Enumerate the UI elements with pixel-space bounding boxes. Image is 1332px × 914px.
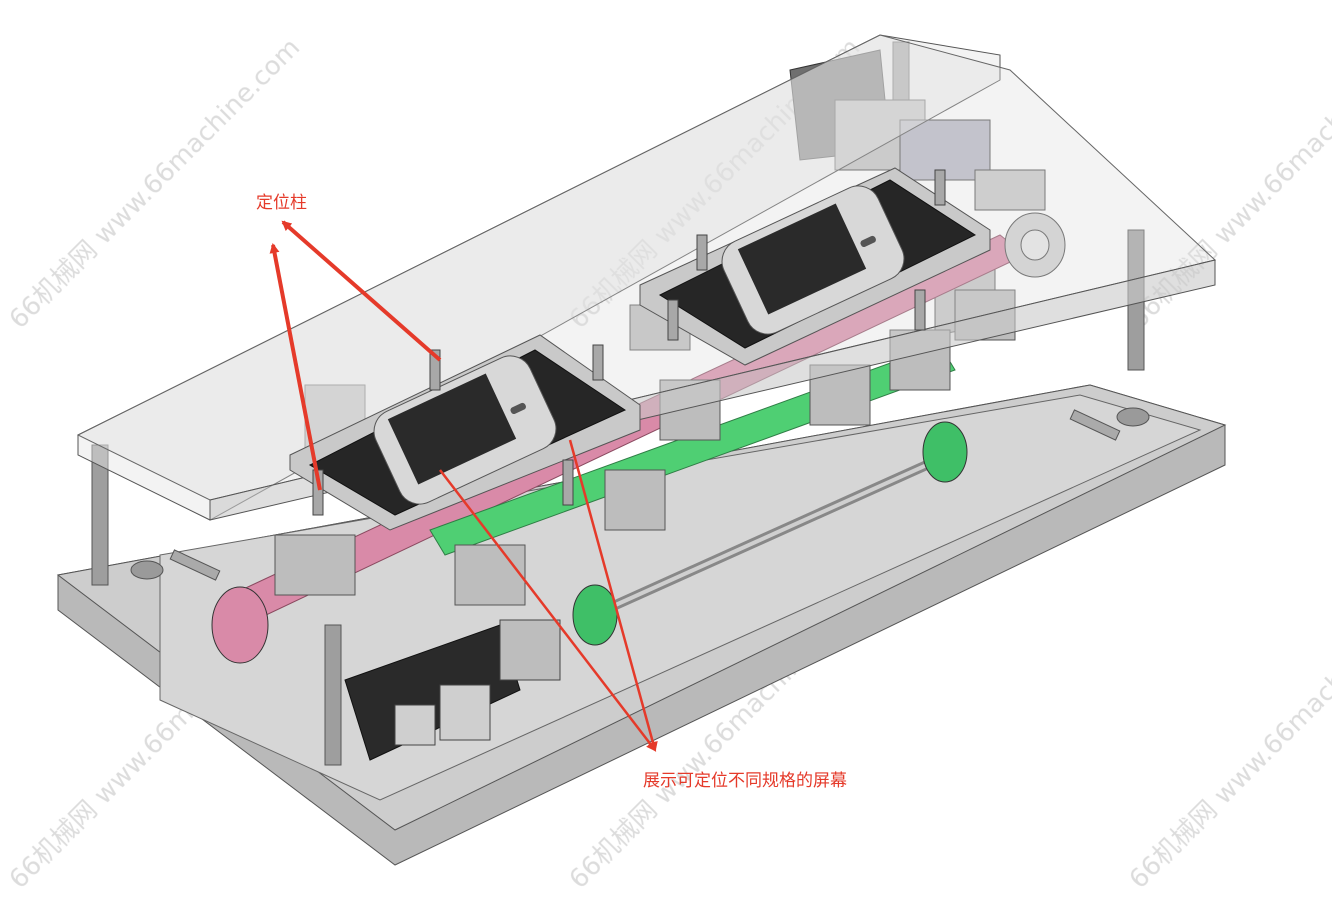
locating-pin-label: 定位柱 bbox=[256, 193, 307, 213]
arrow-icon bbox=[281, 220, 442, 362]
watermark: 66机械网 www.66machine.com bbox=[1124, 593, 1332, 895]
motor-back bbox=[789, 49, 1046, 211]
watermark: 66机械网 www.66machine.com bbox=[4, 33, 306, 335]
screen-spec-label: 展示可定位不同规格的屏幕 bbox=[643, 771, 847, 791]
arrow-icon bbox=[568, 439, 658, 752]
pin-callout-arrows bbox=[269, 220, 442, 491]
arrow-icon bbox=[269, 243, 322, 491]
locating-pins bbox=[312, 169, 946, 516]
phone-plate-front bbox=[289, 334, 641, 531]
arrow-icon bbox=[439, 469, 657, 752]
motor-front bbox=[344, 619, 561, 761]
phone-plate-back bbox=[639, 167, 991, 366]
screen-callout-arrows bbox=[439, 439, 658, 752]
